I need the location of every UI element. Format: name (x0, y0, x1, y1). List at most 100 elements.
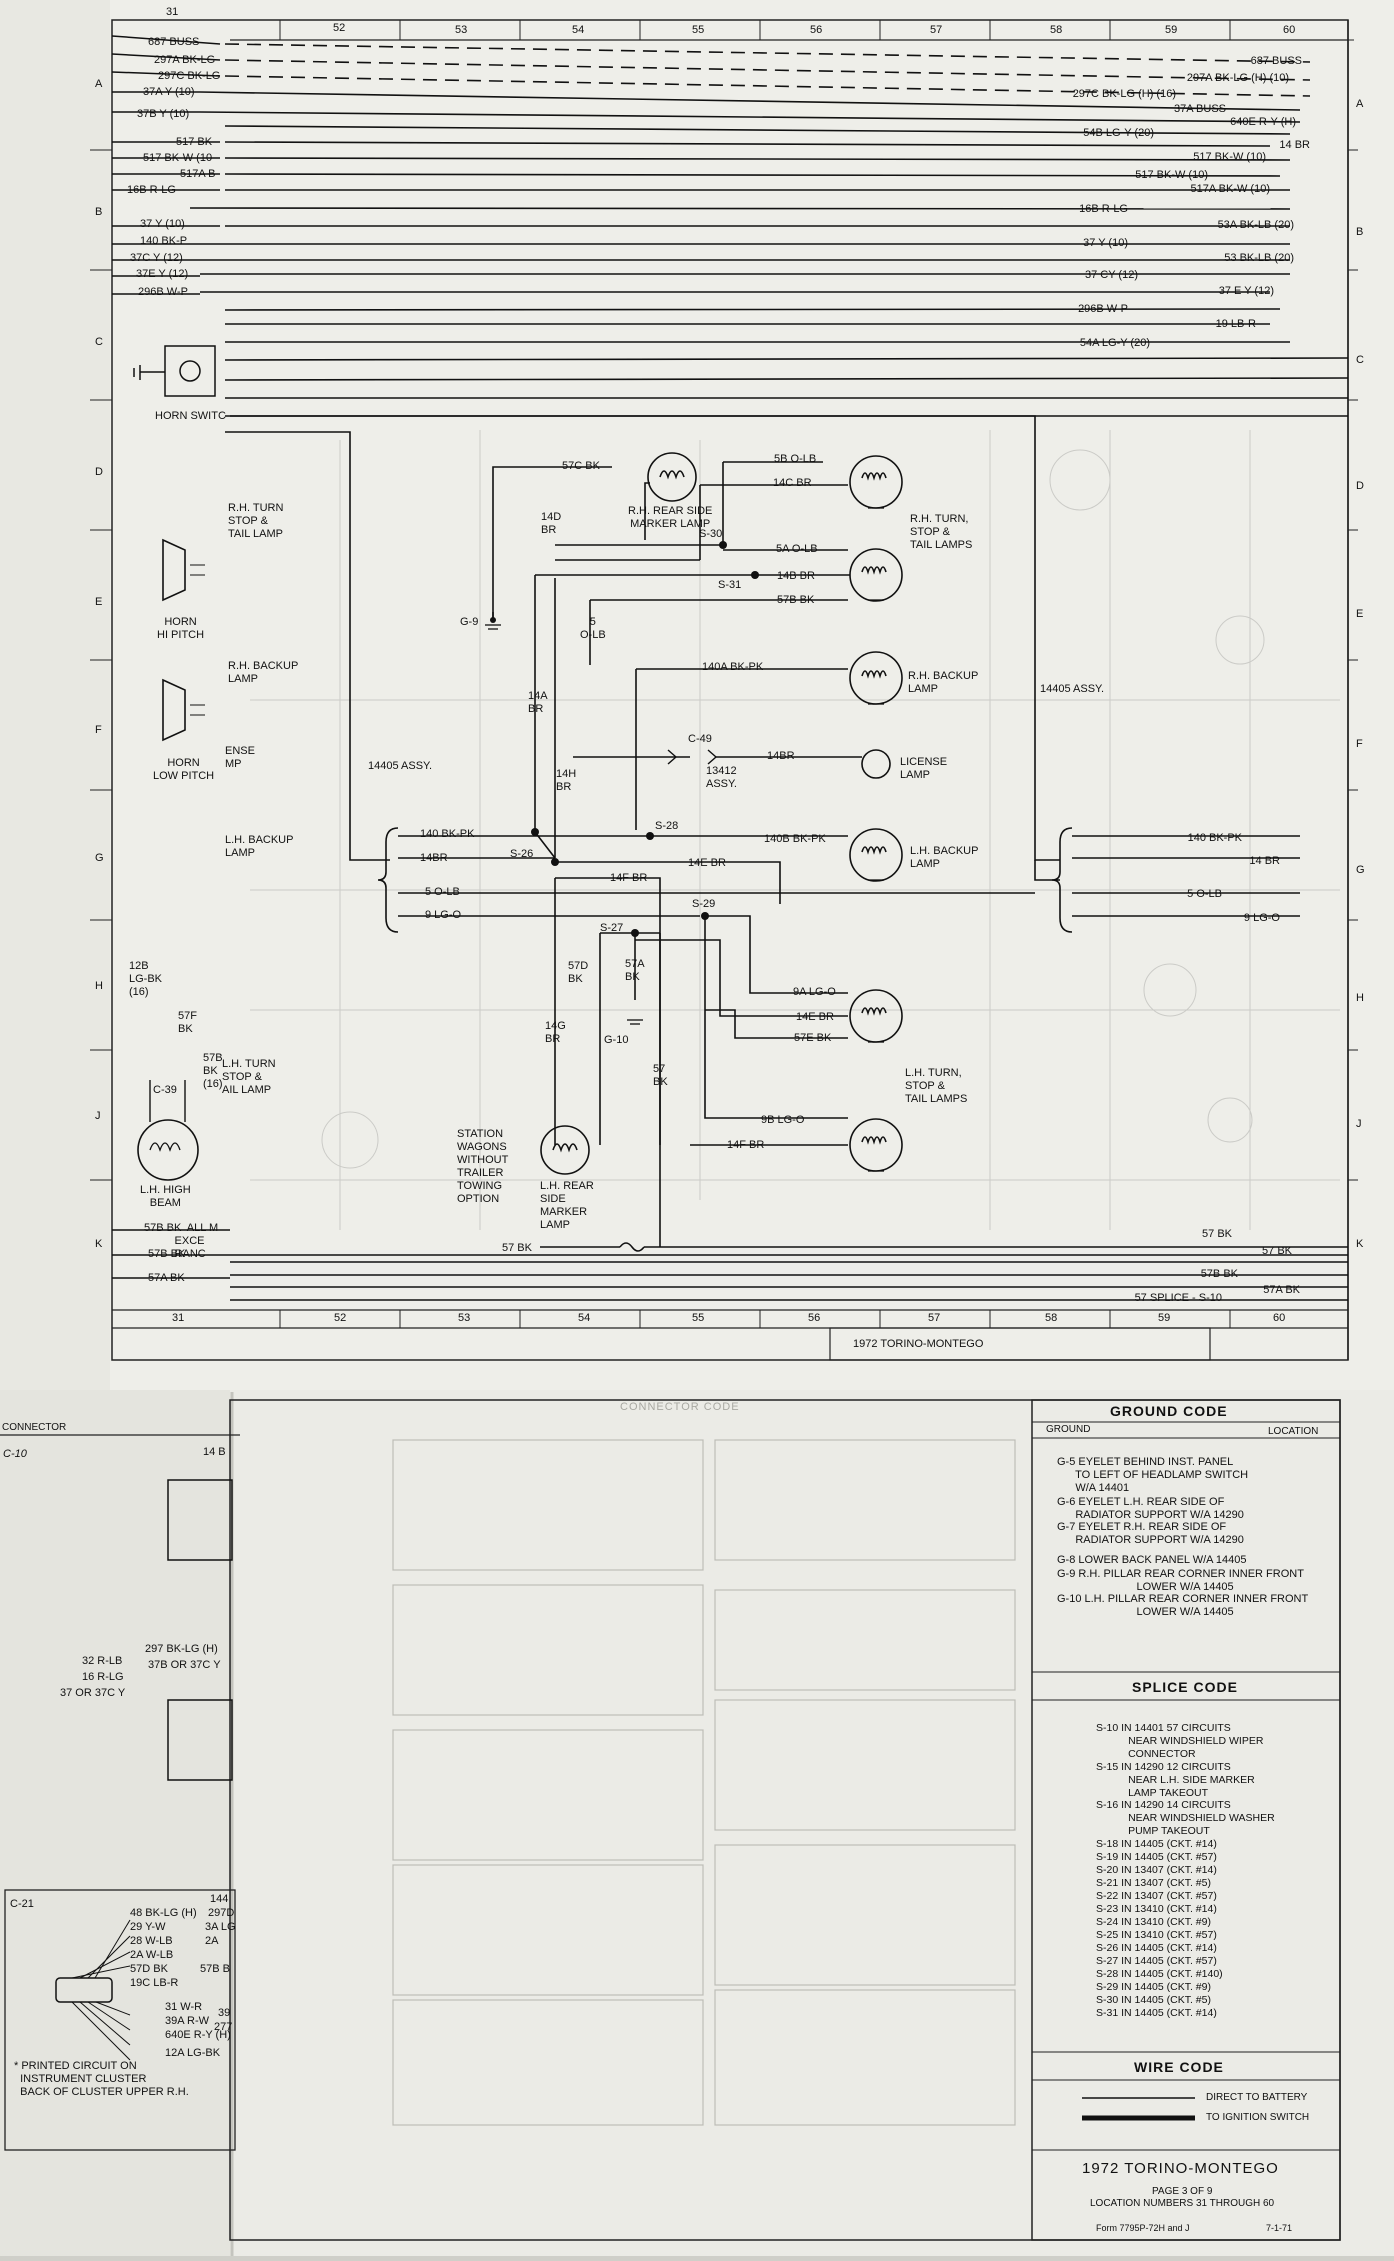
wire-label: 9 LG-O (425, 909, 462, 921)
horn-hi-label: HORN HI PITCH (157, 616, 205, 641)
wire-label: 31 W-R (165, 2001, 203, 2013)
wire-label: 37A Y (10) (143, 86, 195, 98)
column-label: 60 (1283, 24, 1296, 36)
wire-label: 296B W-P (138, 286, 188, 298)
wire-label-right: 297A BK-LG (H) (10) (1186, 72, 1289, 84)
wire-label: 5B O-LB (774, 453, 817, 465)
wire-label: 12B LG-BK (16) (129, 960, 163, 998)
wire-label-right: 19 LB-R (1215, 318, 1256, 330)
row-label: E (95, 596, 103, 608)
wire-label: 57B B (200, 1963, 230, 1975)
wire-label: 297C BK-LG (158, 70, 221, 82)
ground-item: G-9 R.H. PILLAR REAR CORNER INNER FRONT … (1057, 1568, 1304, 1593)
row-label-right: K (1356, 1238, 1364, 1250)
title-block-page: PAGE 3 OF 9 (1152, 2186, 1213, 2197)
wire-label: 57B BK (148, 1248, 186, 1260)
wire-label: 517A B (180, 168, 216, 180)
column-label-bottom: 58 (1045, 1312, 1058, 1324)
splice-label: S-31 (718, 579, 742, 591)
diagram-footer: 1972 TORINO-MONTEGO (853, 1338, 984, 1350)
column-label: 54 (572, 24, 585, 36)
wire-label-right: 16B R-LG (1079, 203, 1128, 215)
rh-backup-left-label: R.H. BACKUP LAMP (228, 660, 299, 685)
wire-label: 2A W-LB (130, 1949, 174, 1961)
wire-label: 9A LG-O (793, 986, 836, 998)
wire-label-right: 37 E Y (12) (1218, 285, 1274, 297)
wire-label: 140A BK-PK (702, 661, 764, 673)
wire-label: 5 O-LB (425, 886, 460, 898)
wire-label-right: 687 BUSS (1250, 55, 1302, 67)
connector-header: CONNECTOR (2, 1422, 67, 1433)
wire-label: 57A BK (625, 958, 645, 983)
row-label-right: J (1356, 1118, 1362, 1130)
connector-c21: C-21 (10, 1898, 34, 1910)
wire-label: 517 BK-W (10 (143, 152, 213, 164)
column-label-bottom: 59 (1158, 1312, 1171, 1324)
wire-label: 57D BK (568, 960, 589, 985)
wire-label: 140B BK-PK (764, 833, 826, 845)
wire-label: 37B Y (10) (137, 108, 190, 120)
title-block-form: Form 7795P-72H and J (1096, 2223, 1190, 2233)
lh-backup-left-label: L.H. BACKUP LAMP (225, 834, 294, 859)
row-label-right: F (1356, 738, 1363, 750)
ground-item: G-7 EYELET R.H. REAR SIDE OF RADIATOR SU… (1057, 1521, 1244, 1546)
lh-turn-left-label: L.H. TURN STOP & AIL LAMP (222, 1058, 276, 1096)
splice-label: S-27 (600, 922, 624, 934)
row-label-right: H (1356, 992, 1364, 1004)
wire-label: 37 OR 37C Y (60, 1687, 126, 1699)
wire-label: 32 R-LB (82, 1655, 123, 1667)
column-label: 55 (692, 24, 705, 36)
wire-label: 37E Y (12) (136, 268, 189, 280)
wire-label: 57 BK (1262, 1245, 1292, 1257)
wire-label: 19C LB-R (130, 1977, 179, 1989)
column-label: 57 (930, 24, 943, 36)
wire-label-right: 53A BK-LB (20) (1217, 219, 1294, 231)
ground-item: G-6 EYELET L.H. REAR SIDE OF RADIATOR SU… (1057, 1496, 1244, 1521)
wire-label: 297A BK-LG (154, 54, 216, 66)
wire-label-right: 640E R-Y (H) (1230, 116, 1296, 128)
wire-label: 14B BR (777, 570, 815, 582)
wire-label: 140 BK-PK (420, 828, 475, 840)
wire-label-right: 53 BK-LB (20) (1224, 252, 1294, 264)
wire-label: 57F BK (178, 1010, 197, 1035)
horn-low-label: HORN LOW PITCH (153, 757, 215, 782)
wire-label: 39 (218, 2007, 231, 2019)
column-label-bottom: 53 (458, 1312, 471, 1324)
row-label: K (95, 1238, 103, 1250)
wire-label: 14E BR (688, 857, 726, 869)
wire-label: 14E BR (796, 1011, 834, 1023)
splice-item: S-25 IN 13410 (CKT. #57) (1096, 1929, 1217, 1941)
splice-item: S-23 IN 13410 (CKT. #14) (1096, 1903, 1217, 1915)
wire-label-right: 37 Y (10) (1083, 237, 1128, 249)
assy-13412-label: 13412 ASSY. (706, 765, 737, 790)
row-label: C (95, 336, 103, 348)
splice-item: S-26 IN 14405 (CKT. #14) (1096, 1942, 1217, 1954)
assy-14405-left-label: 14405 ASSY. (368, 760, 433, 772)
wire-label: 14G BR (545, 1020, 566, 1045)
wire-label: 37 Y (10) (140, 218, 185, 230)
wire-label-right: 517 BK-W (10) (1193, 151, 1266, 163)
row-label-right: A (1356, 98, 1364, 110)
wire-label: 14A BR (528, 690, 548, 715)
wire-label: 37C Y (12) (130, 252, 183, 264)
wire-label: 14 BR (1249, 855, 1280, 867)
splice-label: S-26 (510, 848, 534, 860)
row-label: B (95, 206, 103, 218)
wire-label: 517 BK- (176, 136, 216, 148)
rh-turn-left-label: R.H. TURN STOP & TAIL LAMP (228, 502, 284, 540)
title-block-date: 7-1-71 (1266, 2223, 1293, 2233)
wire-label: 16 R-LG (82, 1671, 124, 1683)
wire-label: 297 BK-LG (H) (145, 1643, 218, 1655)
wire-label: 14D BR (541, 511, 562, 536)
wire-label: 57B BK (777, 594, 815, 606)
lh-high-beam-label: L.H. HIGH BEAM (140, 1184, 191, 1209)
ground-label: G-10 (604, 1034, 629, 1046)
wire-label-right: 54B LG-Y (20) (1083, 127, 1154, 139)
wire-label: 57B BK (1200, 1268, 1238, 1280)
splice-code-title: SPLICE CODE (1132, 1679, 1238, 1695)
splice-item: S-19 IN 14405 (CKT. #57) (1096, 1851, 1217, 1863)
wire-label-right: 297C BK-LG (H) (16) (1072, 88, 1176, 100)
ground-col-header: GROUND (1046, 1424, 1091, 1435)
